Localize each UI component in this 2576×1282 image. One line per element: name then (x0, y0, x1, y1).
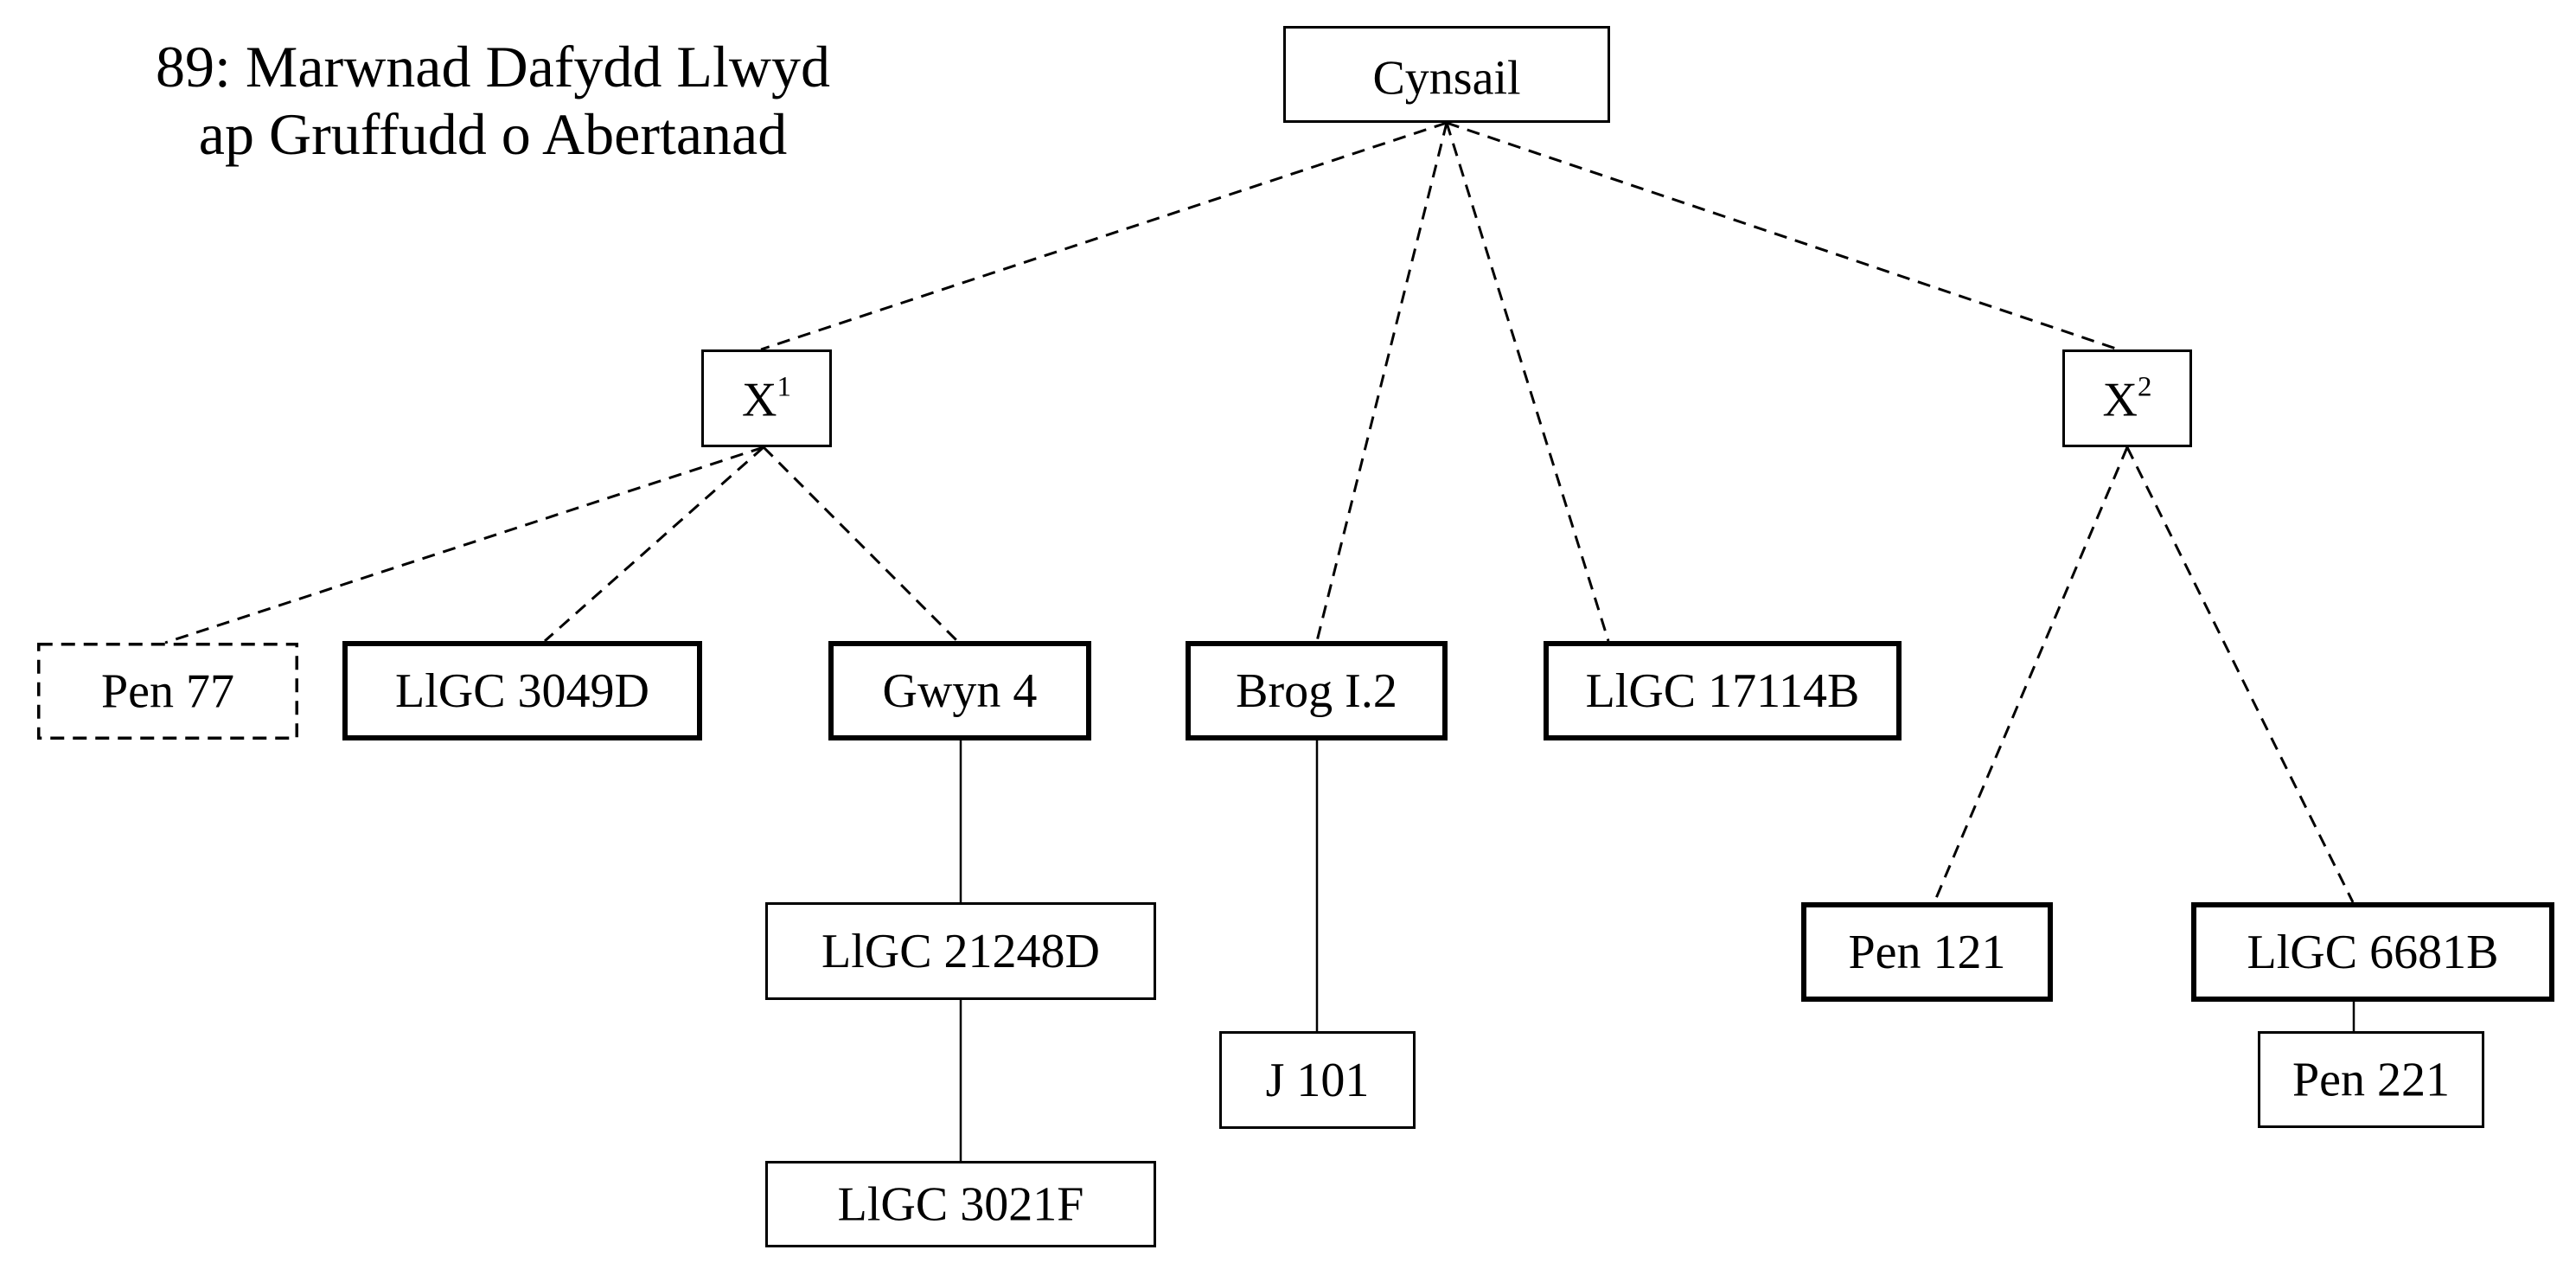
title-line-1: 89: Marwnad Dafydd Llwyd (156, 34, 830, 99)
node-cynsail: Cynsail (1283, 26, 1610, 123)
edge-cynsail-to-brogi2 (1315, 122, 1448, 642)
node-box (765, 902, 1156, 1000)
node-x2: X2 (2062, 349, 2192, 447)
edge-x1-to-pen77 (164, 445, 764, 644)
node-llgc3021f: LlGC 3021F (765, 1161, 1156, 1247)
node-label: Pen 121 (1849, 926, 2006, 979)
node-j101: J 101 (1219, 1031, 1416, 1129)
node-box (2062, 349, 2192, 447)
node-brogi2: Brog I.2 (1186, 641, 1448, 740)
node-label: X1 (742, 372, 791, 427)
node-box (2258, 1031, 2484, 1128)
node-label: Gwyn 4 (883, 664, 1038, 718)
node-x1: X1 (701, 349, 832, 447)
node-label: LlGC 3021F (838, 1177, 1084, 1231)
node-label: LlGC 17114B (1586, 664, 1860, 718)
node-box (2191, 902, 2554, 1002)
edge-cynsail-to-x1 (760, 121, 1448, 351)
edge-x2-to-pen121 (1933, 446, 2129, 903)
diagram-title: 89: Marwnad Dafydd Llwyd ap Gruffudd o A… (104, 33, 882, 168)
node-llgc21248d: LlGC 21248D (765, 902, 1156, 1000)
edge-cynsail-to-x2 (1446, 121, 2119, 351)
node-box (1801, 902, 2053, 1002)
node-llgc6681b: LlGC 6681B (2191, 902, 2554, 1002)
node-pen121: Pen 121 (1801, 902, 2053, 1002)
node-box (828, 641, 1091, 740)
node-llgc17114b: LlGC 17114B (1544, 641, 1902, 740)
node-box (701, 349, 832, 447)
node-label: LlGC 21248D (821, 925, 1100, 978)
node-label: LlGC 3049D (395, 664, 649, 718)
node-label: Pen 77 (101, 664, 234, 718)
node-box (1544, 641, 1902, 740)
node-gwyn4: Gwyn 4 (828, 641, 1091, 740)
title-line-2: ap Gruffudd o Abertanad (198, 101, 788, 167)
node-box (1283, 26, 1610, 123)
node-box (37, 643, 298, 740)
node-label: Pen 221 (2292, 1053, 2450, 1106)
edge-x1-to-llgc3049d (544, 445, 764, 643)
node-label: LlGC 6681B (2247, 926, 2499, 979)
node-pen77: Pen 77 (37, 643, 298, 740)
edge-cynsail-to-llgc17114b (1445, 122, 1610, 642)
node-box (1219, 1031, 1416, 1129)
node-superscript: 1 (777, 372, 791, 403)
node-superscript: 2 (2138, 372, 2152, 403)
edge-x1-to-gwyn4 (762, 445, 959, 643)
edges-layer (164, 121, 2355, 1161)
node-box (1186, 641, 1448, 740)
node-label: Brog I.2 (1236, 664, 1397, 718)
edge-x2-to-llgc6681b (2125, 446, 2355, 903)
node-pen221: Pen 221 (2258, 1031, 2484, 1128)
node-llgc3049d: LlGC 3049D (342, 641, 702, 740)
node-label: Cynsail (1372, 51, 1520, 105)
node-label: J 101 (1266, 1054, 1370, 1107)
node-box (765, 1161, 1156, 1247)
node-box (342, 641, 702, 740)
